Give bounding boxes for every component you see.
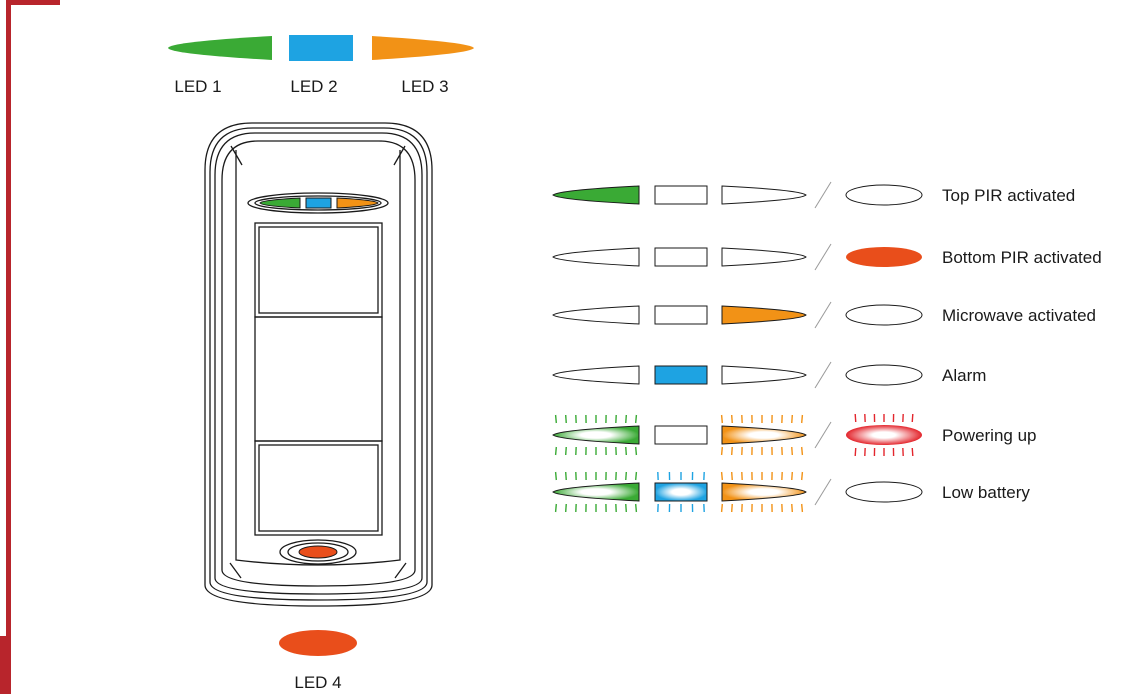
- led2-state: [654, 185, 708, 205]
- state-row: Bottom PIR activated: [552, 243, 1102, 271]
- led2-state: [654, 365, 708, 385]
- state-row: Microwave activated: [552, 301, 1096, 329]
- upper-sensor-window: [254, 222, 383, 318]
- lower-sensor-window: [254, 440, 383, 536]
- led2-state: [654, 482, 708, 502]
- led4-state: [846, 247, 922, 267]
- led4-state: [845, 481, 923, 503]
- separator-slash: [814, 361, 832, 389]
- led1-state: [552, 247, 640, 267]
- led1-state: [552, 305, 640, 325]
- top-led-legend: LED 1 LED 2 LED 3: [168, 35, 474, 96]
- state-row: Alarm: [552, 361, 986, 389]
- led4-state: [845, 184, 923, 206]
- led3-state: [721, 482, 807, 502]
- led3-label: LED 3: [401, 77, 448, 96]
- device-led-indicators: [259, 197, 379, 559]
- state-description: Top PIR activated: [942, 186, 1075, 205]
- red-frame-decoration: [0, 0, 60, 694]
- separator-slash: [814, 421, 832, 449]
- led3-state: [721, 425, 807, 445]
- led4-state: [845, 364, 923, 386]
- led2-state: [654, 425, 708, 445]
- led3-state: [721, 185, 807, 205]
- state-row: Powering up: [552, 413, 1037, 457]
- state-description: Alarm: [942, 366, 986, 385]
- separator-slash: [814, 181, 832, 209]
- led1-shape: [168, 36, 272, 60]
- led4-state: [845, 304, 923, 326]
- led2-shape: [289, 35, 353, 61]
- led3-state: [721, 305, 807, 325]
- led1-state: [552, 425, 640, 445]
- led2-state: [654, 305, 708, 325]
- state-description: Bottom PIR activated: [942, 248, 1102, 267]
- state-row: Low battery: [552, 471, 1030, 513]
- state-description: Powering up: [942, 426, 1037, 445]
- led4-state: [846, 425, 922, 445]
- led1-state: [552, 365, 640, 385]
- led3-state: [721, 365, 807, 385]
- led1-label: LED 1: [174, 77, 221, 96]
- separator-slash: [814, 478, 832, 506]
- led2-state: [654, 247, 708, 267]
- state-description: Low battery: [942, 483, 1030, 502]
- led4-shape: [279, 630, 357, 656]
- led3-state: [721, 247, 807, 267]
- middle-sensor-window: [254, 316, 383, 442]
- separator-slash: [814, 243, 832, 271]
- separator-slash: [814, 301, 832, 329]
- state-description: Microwave activated: [942, 306, 1096, 325]
- led3-shape: [372, 36, 474, 60]
- led4-legend: LED 4: [279, 630, 357, 692]
- led1-state: [552, 185, 640, 205]
- led1-state: [552, 482, 640, 502]
- led2-label: LED 2: [290, 77, 337, 96]
- detector-device: [204, 122, 433, 607]
- state-row: Top PIR activated: [552, 181, 1075, 209]
- led4-label: LED 4: [294, 673, 341, 692]
